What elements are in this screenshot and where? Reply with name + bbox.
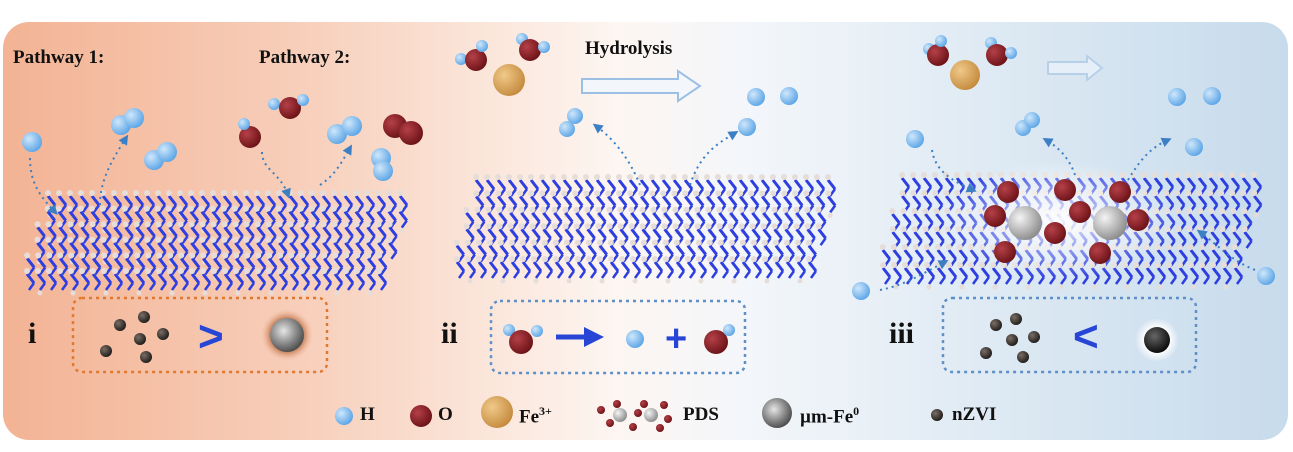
hydrolysis-label: Hydrolysis <box>585 38 673 59</box>
nzvi-particle-icon <box>931 409 943 421</box>
pathway1-molecules <box>22 108 177 170</box>
oxygen-atom-icon <box>410 405 432 427</box>
panel-ii-molecules <box>455 33 798 137</box>
fe3-ion-icon <box>481 396 513 428</box>
panel-iii-molecules <box>852 35 1275 300</box>
panel-iii-label: iii <box>889 317 915 350</box>
dotted-arrows <box>29 123 1256 291</box>
water-molecule-ii <box>503 324 543 354</box>
pathway2-label: Pathway 2: <box>259 47 351 68</box>
lattice-slab-2 <box>453 174 837 284</box>
pathway2-molecules <box>238 94 423 181</box>
nzvi-cluster-i <box>100 311 169 363</box>
plus-symbol: + <box>665 318 688 360</box>
surface-complex <box>940 160 1180 280</box>
legend-o-label: O <box>438 404 453 425</box>
less-than-symbol: < <box>1073 312 1099 361</box>
greater-than-symbol: > <box>198 312 224 361</box>
pds-molecule-icon <box>597 400 672 432</box>
legend-pds-label: PDS <box>683 404 719 425</box>
oh-product-ii <box>704 324 735 354</box>
um-fe0-particle-icon <box>762 398 792 428</box>
legend-um-fe0-label: µm-Fe0 <box>800 404 860 428</box>
faint-arrow <box>1047 53 1104 83</box>
hydrogen-atom-icon <box>335 407 353 425</box>
pathway1-label: Pathway 1: <box>13 47 105 68</box>
box-iii <box>941 296 1198 374</box>
nzvi-cluster-iii <box>980 313 1040 363</box>
panel-i-label: i <box>28 317 37 350</box>
legend-h-label: H <box>360 404 375 425</box>
hydrolysis-arrow <box>581 69 702 103</box>
um-fe0-halo-i <box>261 309 313 361</box>
um-fe0-halo-iii <box>1135 318 1179 362</box>
panel-ii-label: ii <box>441 317 458 350</box>
legend-nzvi-label: nZVI <box>952 404 997 425</box>
h-product-ii <box>626 330 644 348</box>
lattice-slab-1 <box>24 190 409 296</box>
box-ii <box>489 299 747 375</box>
legend-fe3-label: Fe3+ <box>519 404 552 428</box>
